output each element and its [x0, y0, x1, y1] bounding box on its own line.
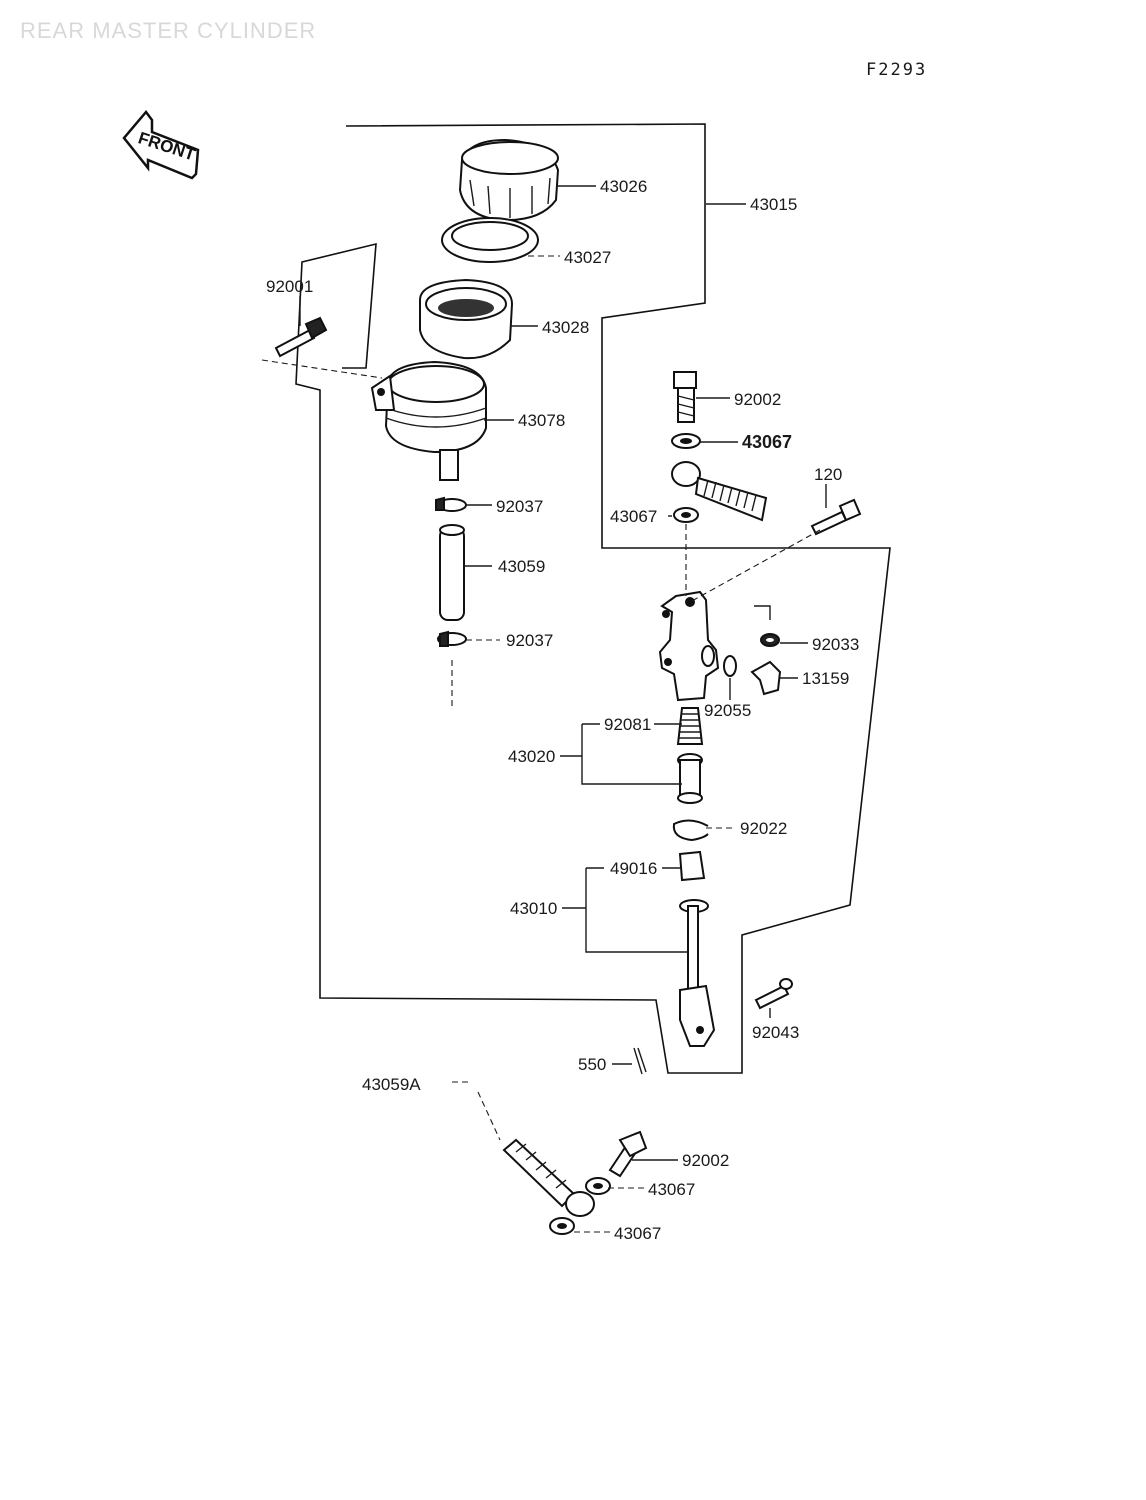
screw-92001-part	[274, 316, 328, 358]
callout-92001: 92001	[266, 277, 313, 296]
figure-code: F2293	[866, 60, 927, 80]
boot-part	[678, 850, 706, 882]
callout-550: 550	[578, 1055, 606, 1074]
washer-bottom2-part	[549, 1217, 575, 1235]
callout-13159: 13159	[802, 669, 849, 688]
spring-part	[676, 707, 704, 745]
callout-43067-bottom-2: 43067	[614, 1224, 661, 1243]
banjo-hose-fitting-part	[671, 461, 768, 522]
reservoir-cap-part	[458, 138, 560, 222]
callout-92037-top: 92037	[496, 497, 543, 516]
diaphragm-part	[419, 278, 514, 360]
callout-92055: 92055	[704, 701, 751, 720]
master-cylinder-body-part	[658, 590, 720, 702]
reservoir-part	[370, 360, 487, 481]
washer-bottom1-part	[585, 1177, 611, 1195]
callout-92081: 92081	[604, 715, 651, 734]
callout-92022: 92022	[740, 819, 787, 838]
callout-43027: 43027	[564, 248, 611, 267]
hose-part	[439, 524, 465, 621]
leader-lines	[261, 185, 827, 1233]
callout-43067-bottom-1: 43067	[648, 1180, 695, 1199]
callout-92002-top: 92002	[734, 390, 781, 409]
callout-43078: 43078	[518, 411, 565, 430]
callout-49016: 49016	[610, 859, 657, 878]
clamp-bottom-part	[437, 630, 467, 647]
front-arrow-icon: FRONT	[122, 109, 200, 180]
bolt-120-part	[810, 498, 862, 536]
callout-92033: 92033	[812, 635, 859, 654]
callout-43020: 43020	[508, 747, 555, 766]
diaphragm-plate-part	[441, 217, 539, 263]
callout-43067-top: 43067	[742, 432, 792, 452]
callout-43067-mid: 43067	[610, 507, 657, 526]
banjo-bolt-top-part	[673, 371, 697, 423]
clamp-top-part	[435, 496, 467, 512]
callout-92043: 92043	[752, 1023, 799, 1042]
callout-43059A: 43059A	[362, 1075, 421, 1094]
callout-43026: 43026	[600, 177, 647, 196]
callout-43028: 43028	[542, 318, 589, 337]
pin-92043-part	[754, 978, 793, 1010]
push-rod-part	[679, 899, 716, 1047]
washer-top-part	[671, 433, 701, 449]
diagram-title: REAR MASTER CYLINDER	[20, 18, 316, 43]
piston-part	[677, 753, 703, 804]
circlip-92022-part	[672, 819, 709, 842]
callout-43059: 43059	[498, 557, 545, 576]
callout-43015: 43015	[750, 195, 797, 214]
washer-mid-part	[673, 507, 699, 523]
callout-43010: 43010	[510, 899, 557, 918]
callout-92037-bottom: 92037	[506, 631, 553, 650]
assembly-boundary-43015	[295, 123, 891, 1074]
brake-hose-bottom-part	[502, 1138, 595, 1217]
circlip-92033-part	[760, 633, 780, 647]
elbow-fitting-part	[750, 660, 782, 696]
callout-120: 120	[814, 465, 842, 484]
callout-92002-bottom: 92002	[682, 1151, 729, 1170]
o-ring-part	[723, 655, 737, 677]
banjo-bolt-bottom-part	[608, 1130, 648, 1178]
cotter-pin-part	[633, 1047, 647, 1075]
